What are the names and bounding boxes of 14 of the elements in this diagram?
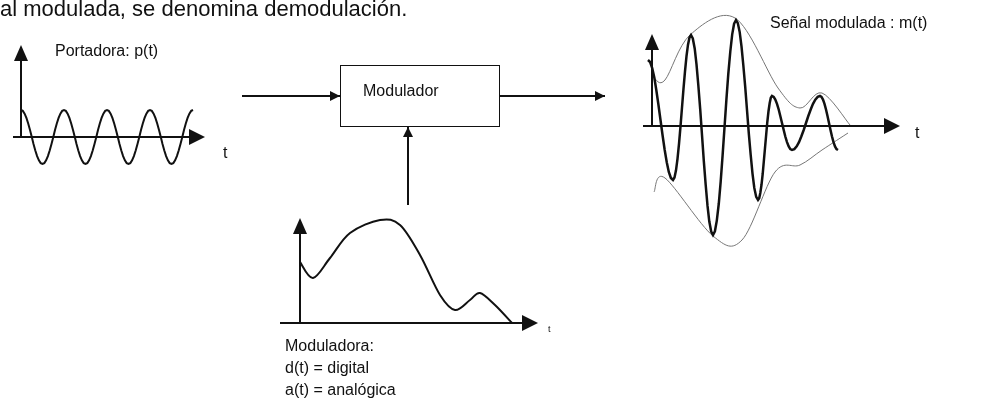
process-box	[340, 65, 500, 127]
signal-label: Moduladora:	[285, 336, 374, 356]
signal-label: a(t) = analógica	[285, 380, 396, 400]
heading-text: al modulada, se denomina demodulación.	[0, 0, 408, 22]
arrow	[403, 126, 413, 206]
signal-label: Portadora: p(t)	[55, 41, 159, 61]
signal-label: t	[548, 323, 551, 336]
signal-label: d(t) = digital	[285, 358, 370, 378]
signal-label: t	[915, 123, 920, 143]
arrow	[241, 91, 341, 101]
arrow	[499, 91, 606, 101]
signal-label: Señal modulada : m(t)	[770, 13, 928, 33]
box-label: Modulador	[363, 81, 439, 101]
signal-label: t	[223, 143, 228, 163]
